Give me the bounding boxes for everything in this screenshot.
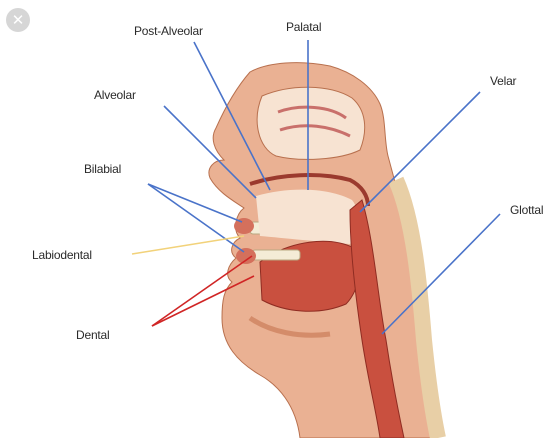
label-dental: Dental [76,328,110,342]
label-glottal: Glottal [510,203,543,217]
leader-labiodental [132,236,244,254]
label-labiodental: Labiodental [32,248,92,262]
label-velar: Velar [490,74,516,88]
nasal-cavity [257,87,364,159]
lower-teeth [252,250,300,260]
oral-cavity [256,190,359,244]
label-post-alveolar: Post-Alveolar [134,24,203,38]
lower-lip [236,248,256,264]
label-palatal: Palatal [286,20,321,34]
label-alveolar: Alveolar [94,88,136,102]
label-bilabial: Bilabial [84,162,121,176]
